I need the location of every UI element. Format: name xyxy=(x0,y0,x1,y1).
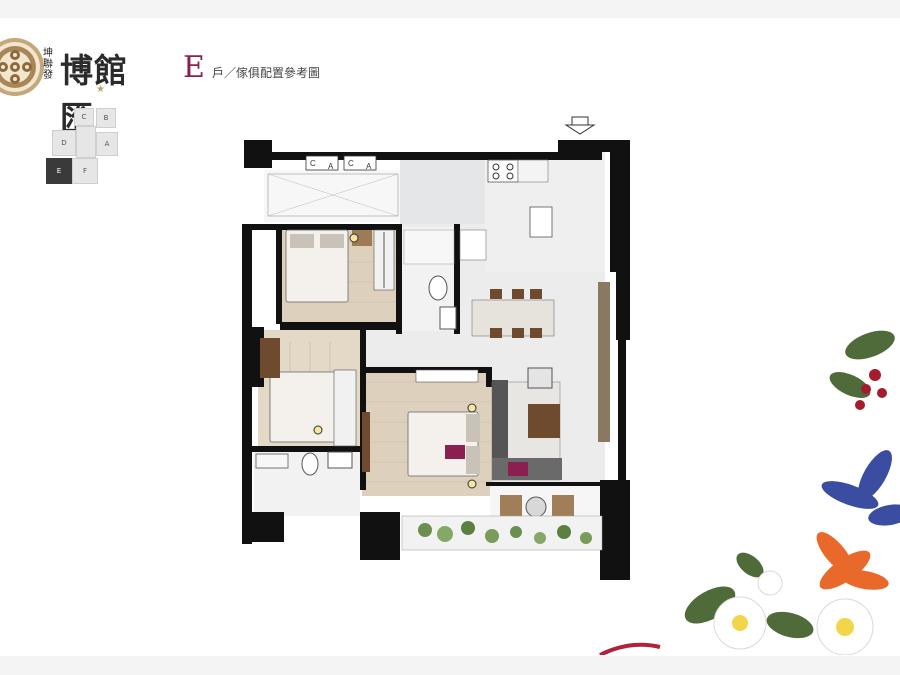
ac-label-1: C xyxy=(310,159,316,168)
keyplan-cell-e: E xyxy=(46,158,72,184)
keyplan-cell-b: B xyxy=(96,108,116,128)
bed-master xyxy=(407,411,479,477)
planter xyxy=(401,515,603,551)
dining-set xyxy=(471,289,555,338)
brand-seal xyxy=(0,38,44,96)
sofa xyxy=(492,380,508,480)
bedroom-1-furniture xyxy=(285,229,395,303)
bedroom-2-furniture xyxy=(260,338,357,447)
brand-name: 博館匯 xyxy=(60,51,128,138)
bottom-bar xyxy=(0,656,900,675)
ac-label-2: A xyxy=(328,162,334,171)
accent-cushion xyxy=(445,445,465,459)
brand-small-text: 坤聯發 xyxy=(43,48,53,81)
terrace-furniture xyxy=(500,495,574,521)
bathroom-1-fixtures xyxy=(403,229,457,330)
kitchen xyxy=(459,159,553,261)
fridge xyxy=(459,229,487,261)
page-subtitle: 戶／傢俱配置參考圖 xyxy=(212,66,321,80)
balcony-floor xyxy=(264,170,402,222)
sink xyxy=(529,206,553,238)
closet-master xyxy=(415,369,479,383)
ac-label-4: A xyxy=(366,162,372,171)
wardrobe-2 xyxy=(333,369,357,447)
stove xyxy=(487,159,519,183)
ac-label-3: C xyxy=(348,159,354,168)
unit-letter: E xyxy=(183,50,205,85)
bed-2 xyxy=(269,371,341,443)
keyplan-cell-a: A xyxy=(96,132,118,156)
master-bedroom-furniture xyxy=(362,369,480,489)
ac-units: C A C A xyxy=(305,155,377,171)
brand-logo: 坤聯發 博館匯 ★ xyxy=(0,34,160,138)
balcony-outline xyxy=(267,173,399,217)
coffee-table xyxy=(528,404,560,438)
brand-star-icon: ★ xyxy=(96,84,105,95)
tv-cabinet xyxy=(598,282,610,442)
top-bar xyxy=(0,0,900,18)
key-plan: C B D A E F xyxy=(44,108,124,184)
living-room-furniture xyxy=(491,282,610,481)
keyplan-cell-f: F xyxy=(72,158,98,184)
walls xyxy=(242,140,630,580)
keyplan-cell-c: C xyxy=(74,108,94,126)
keyplan-cell-d: D xyxy=(52,130,76,156)
keyplan-cell-blank xyxy=(76,126,96,158)
flower-decoration xyxy=(599,330,900,655)
entry-arrow-icon xyxy=(564,116,596,135)
ac-area-floor xyxy=(400,152,490,224)
floor-plan: C A C A xyxy=(242,116,630,580)
bathroom-2-fixtures xyxy=(255,451,353,476)
